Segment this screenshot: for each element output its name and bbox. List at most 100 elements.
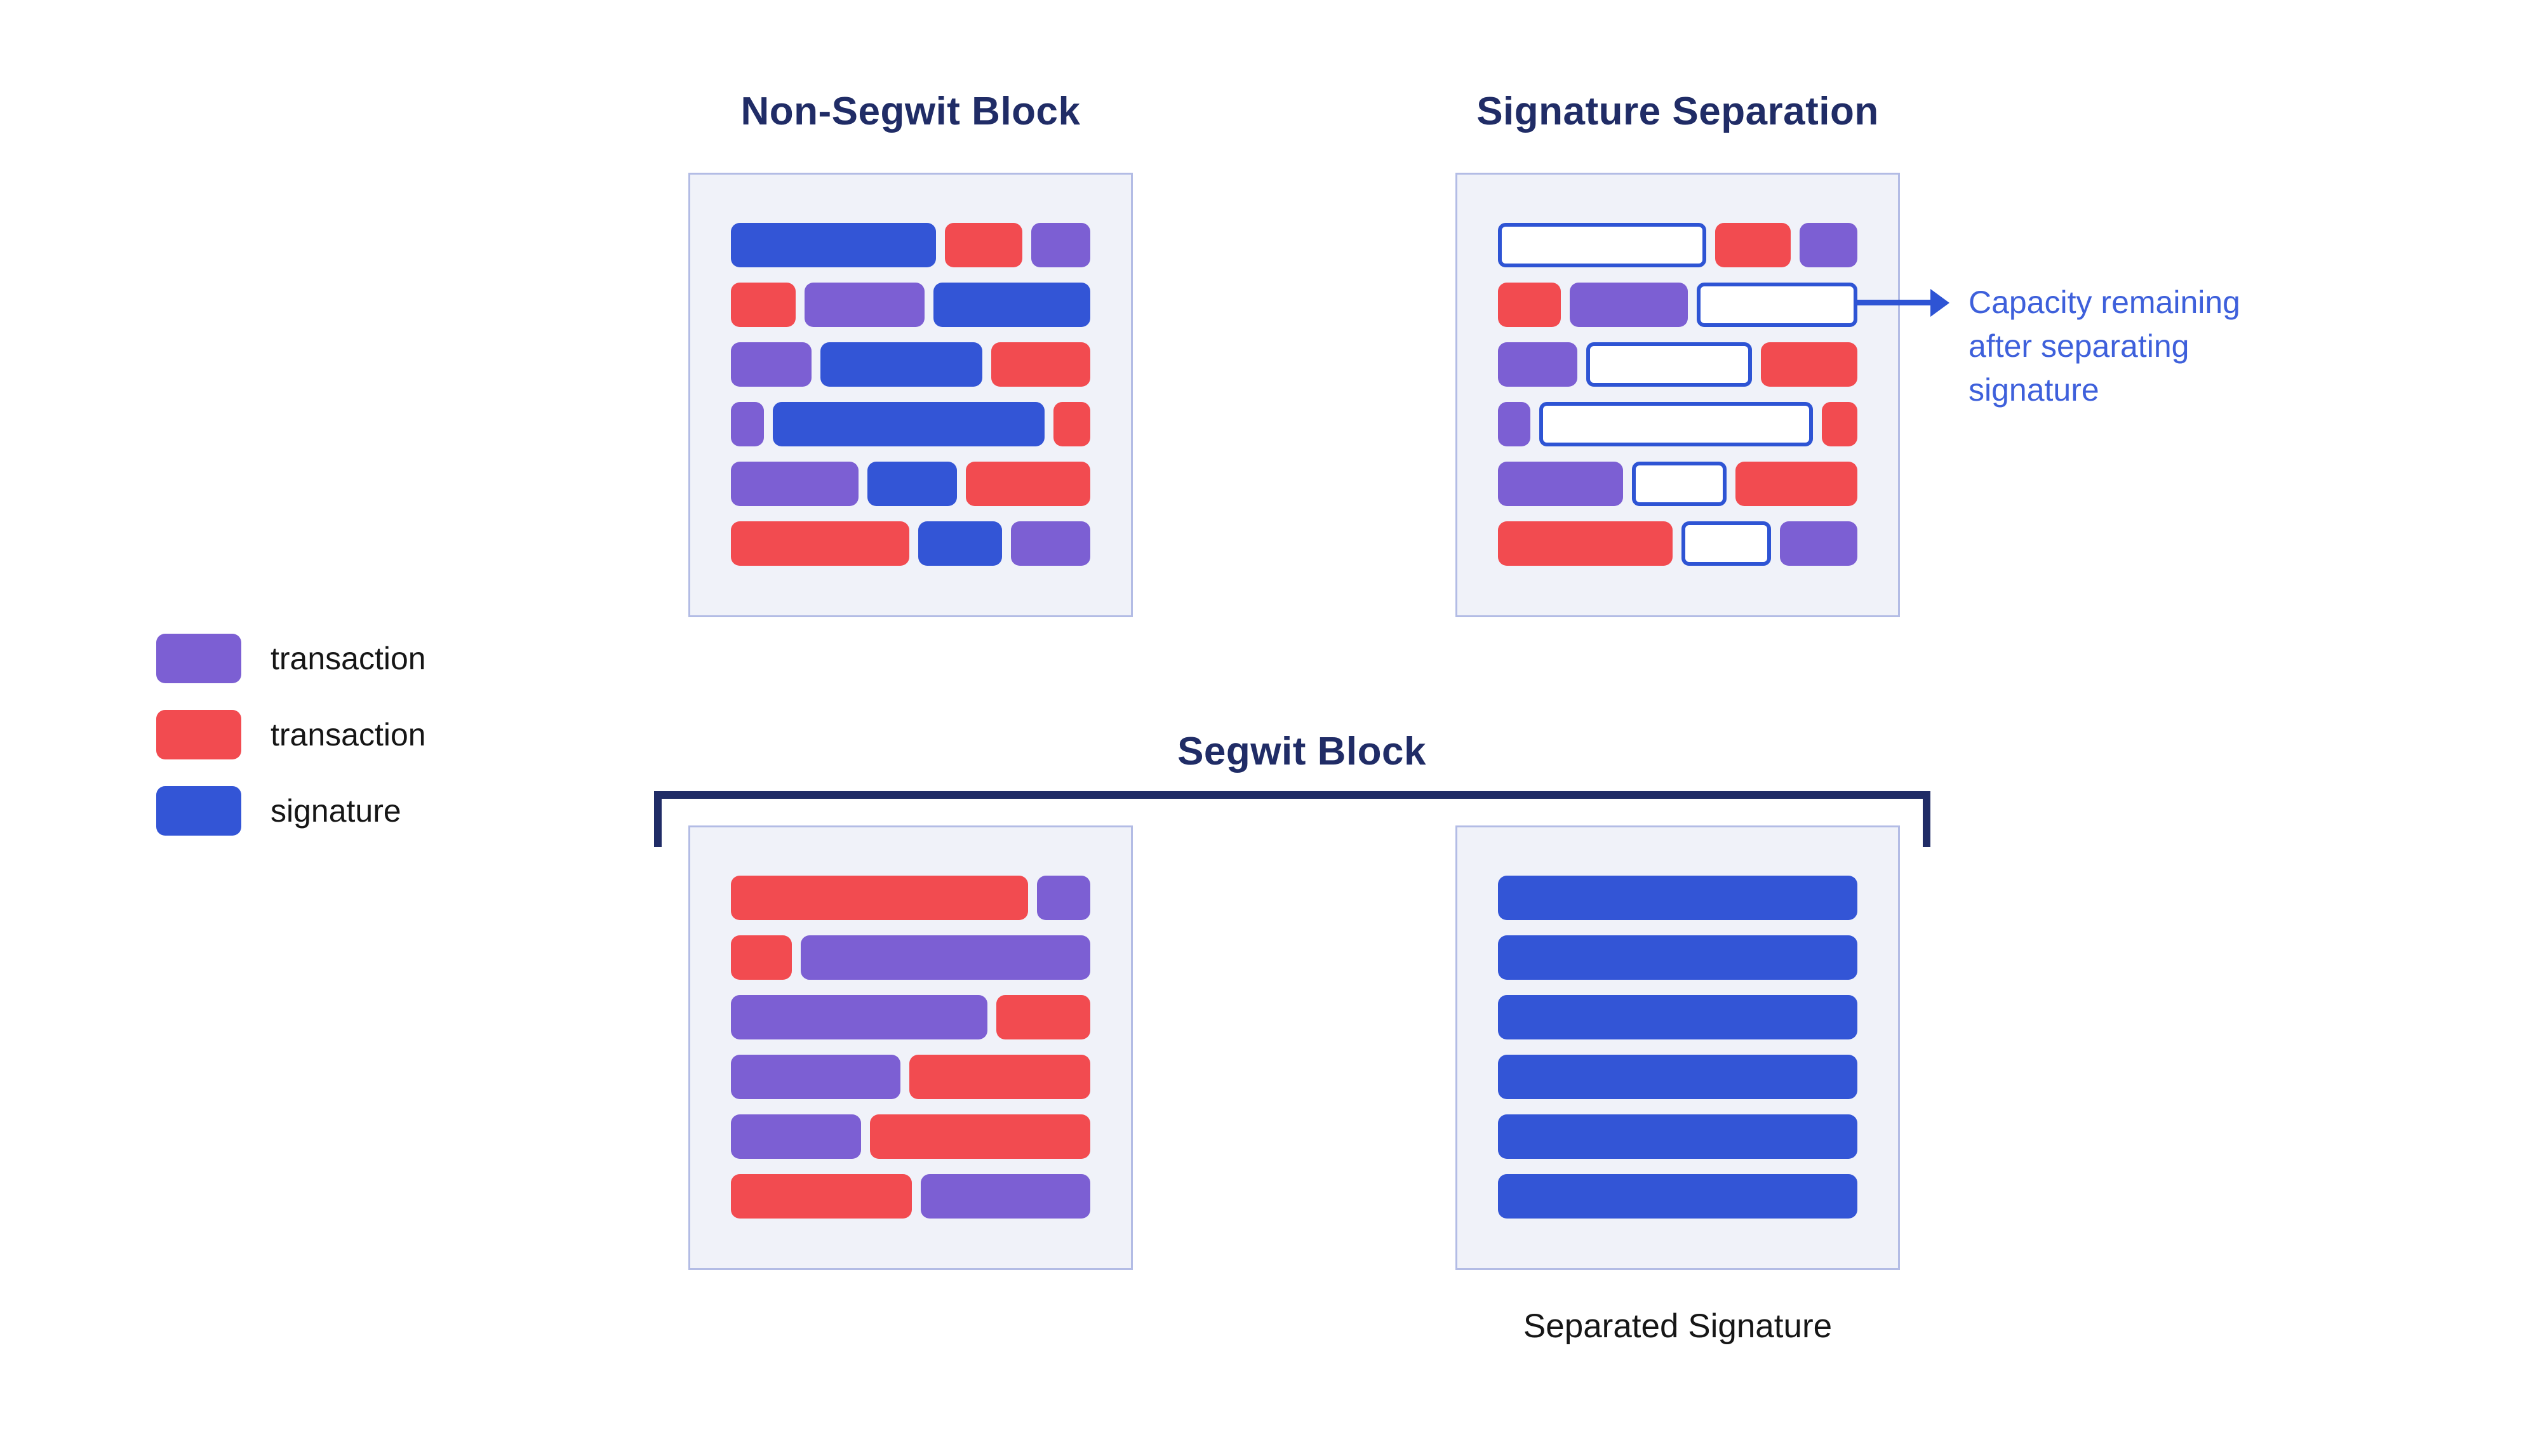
block-row xyxy=(1498,402,1857,446)
legend: transaction transaction signature xyxy=(156,634,426,836)
blue-block xyxy=(1498,935,1857,980)
red-block xyxy=(731,521,909,566)
blue-block xyxy=(1498,1055,1857,1099)
empty-signature-slot xyxy=(1539,402,1813,446)
purple-block xyxy=(800,935,1090,980)
purple-block xyxy=(731,995,988,1039)
red-block xyxy=(1821,402,1857,446)
purple-block xyxy=(731,1055,901,1099)
purple-block xyxy=(1799,223,1857,267)
capacity-annotation: Capacity remaining after separating signat… xyxy=(1968,281,2240,412)
purple-block xyxy=(1031,223,1090,267)
non-segwit-block-title: Non-Segwit Block xyxy=(740,90,1081,133)
blue-block xyxy=(918,521,1003,566)
purple-block xyxy=(1011,521,1090,566)
empty-signature-slot xyxy=(1696,283,1858,327)
purple-block xyxy=(1570,283,1688,327)
block-row xyxy=(731,876,1090,920)
block-row xyxy=(1498,995,1857,1039)
purple-block xyxy=(731,402,765,446)
block-row xyxy=(1498,223,1857,267)
legend-label: transaction xyxy=(271,717,426,752)
purple-block xyxy=(731,342,812,387)
purple-block xyxy=(804,283,925,327)
red-block xyxy=(731,1174,912,1219)
legend-item: signature xyxy=(156,786,426,836)
blue-block xyxy=(1498,995,1857,1039)
empty-signature-slot xyxy=(1681,521,1772,566)
red-block xyxy=(869,1114,1090,1159)
legend-swatch-red xyxy=(156,710,241,759)
segwit-span-bracket xyxy=(654,791,1930,847)
block-row xyxy=(1498,876,1857,920)
block-row xyxy=(731,995,1090,1039)
purple-block xyxy=(731,462,859,506)
red-block xyxy=(1498,521,1673,566)
blue-block xyxy=(1498,1114,1857,1159)
red-block xyxy=(731,876,1029,920)
red-block xyxy=(731,283,796,327)
legend-label: transaction xyxy=(271,641,426,676)
block-row xyxy=(731,521,1090,566)
empty-signature-slot xyxy=(1631,462,1727,506)
red-block xyxy=(966,462,1090,506)
purple-block xyxy=(1498,342,1577,387)
blue-block xyxy=(1498,876,1857,920)
purple-block xyxy=(731,1114,861,1159)
purple-block xyxy=(1498,402,1531,446)
red-block xyxy=(996,995,1090,1039)
block-row xyxy=(731,1174,1090,1219)
blue-block xyxy=(731,223,937,267)
blue-block xyxy=(1498,1174,1857,1219)
red-block xyxy=(991,342,1090,387)
annotation-line: after separating xyxy=(1968,328,2189,364)
block-row xyxy=(1498,342,1857,387)
red-block xyxy=(909,1055,1090,1099)
block-row xyxy=(731,462,1090,506)
block-row xyxy=(731,402,1090,446)
purple-block xyxy=(1498,462,1623,506)
block-row xyxy=(731,1055,1090,1099)
annotation-line: signature xyxy=(1968,372,2099,408)
segwit-transactions-box xyxy=(688,825,1133,1270)
red-block xyxy=(731,935,792,980)
segwit-block-title: Segwit Block xyxy=(1177,730,1426,773)
separated-signature-caption: Separated Signature xyxy=(1523,1307,1833,1345)
capacity-arrow-head-icon xyxy=(1930,289,1949,317)
red-block xyxy=(1760,342,1857,387)
separated-signature-box xyxy=(1455,825,1900,1270)
empty-signature-slot xyxy=(1498,223,1706,267)
legend-swatch-purple xyxy=(156,634,241,683)
blue-block xyxy=(773,402,1045,446)
blue-block xyxy=(820,342,983,387)
red-block xyxy=(945,223,1022,267)
purple-block xyxy=(920,1174,1090,1219)
block-row xyxy=(1498,1055,1857,1099)
block-row xyxy=(1498,283,1858,327)
red-block xyxy=(1498,283,1561,327)
block-row xyxy=(1498,1174,1857,1219)
block-row xyxy=(731,283,1090,327)
signature-separation-box xyxy=(1455,173,1900,617)
block-row xyxy=(1498,1114,1857,1159)
block-row xyxy=(731,935,1090,980)
red-block xyxy=(1714,223,1791,267)
block-row xyxy=(731,342,1090,387)
block-row xyxy=(731,223,1090,267)
blue-block xyxy=(933,283,1090,327)
empty-signature-slot xyxy=(1586,342,1752,387)
block-row xyxy=(1498,462,1858,506)
annotation-line: Capacity remaining xyxy=(1968,284,2240,320)
legend-item: transaction xyxy=(156,710,426,759)
non-segwit-block-box xyxy=(688,173,1133,617)
block-row xyxy=(1498,521,1857,566)
blue-block xyxy=(867,462,958,506)
red-block xyxy=(1735,462,1858,506)
red-block xyxy=(1053,402,1090,446)
legend-label: signature xyxy=(271,793,401,829)
purple-block xyxy=(1780,521,1857,566)
legend-item: transaction xyxy=(156,634,426,683)
block-row xyxy=(1498,935,1857,980)
capacity-arrow-line xyxy=(1857,300,1932,305)
